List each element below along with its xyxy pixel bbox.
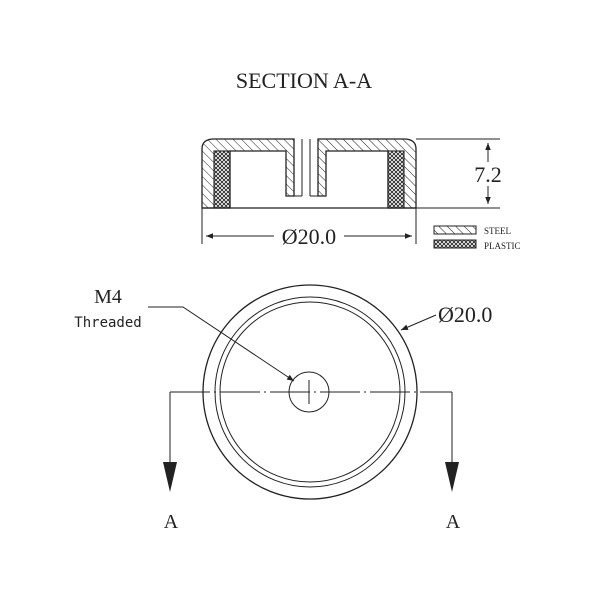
plan-diameter-leader xyxy=(400,314,437,331)
plastic-insert-right xyxy=(387,150,405,209)
legend-label-plastic: PLASTIC xyxy=(484,241,521,251)
section-view: 7.2 Ø20.0 xyxy=(201,138,504,249)
section-mark-left: A xyxy=(164,511,179,533)
plan-diameter-label: Ø20.0 xyxy=(438,302,492,327)
section-mark-right: A xyxy=(446,511,461,533)
plastic-insert-left xyxy=(213,150,231,209)
height-dimension-label: 7.2 xyxy=(474,162,502,187)
width-dimension-label: Ø20.0 xyxy=(282,224,336,249)
legend-swatch-steel xyxy=(433,225,477,235)
section-arrow-left xyxy=(163,462,177,492)
legend-swatch-plastic xyxy=(433,239,477,249)
thread-leader-line xyxy=(148,306,295,382)
plan-view: A A M4 Threaded Ø20.0 xyxy=(74,284,492,533)
material-legend: STEEL PLASTIC xyxy=(433,225,521,251)
section-title: SECTION A-A xyxy=(236,68,372,93)
thread-callout: M4 xyxy=(94,286,122,308)
thread-note: Threaded xyxy=(74,315,141,331)
section-arrow-right xyxy=(445,462,459,492)
legend-label-steel: STEEL xyxy=(484,226,511,236)
